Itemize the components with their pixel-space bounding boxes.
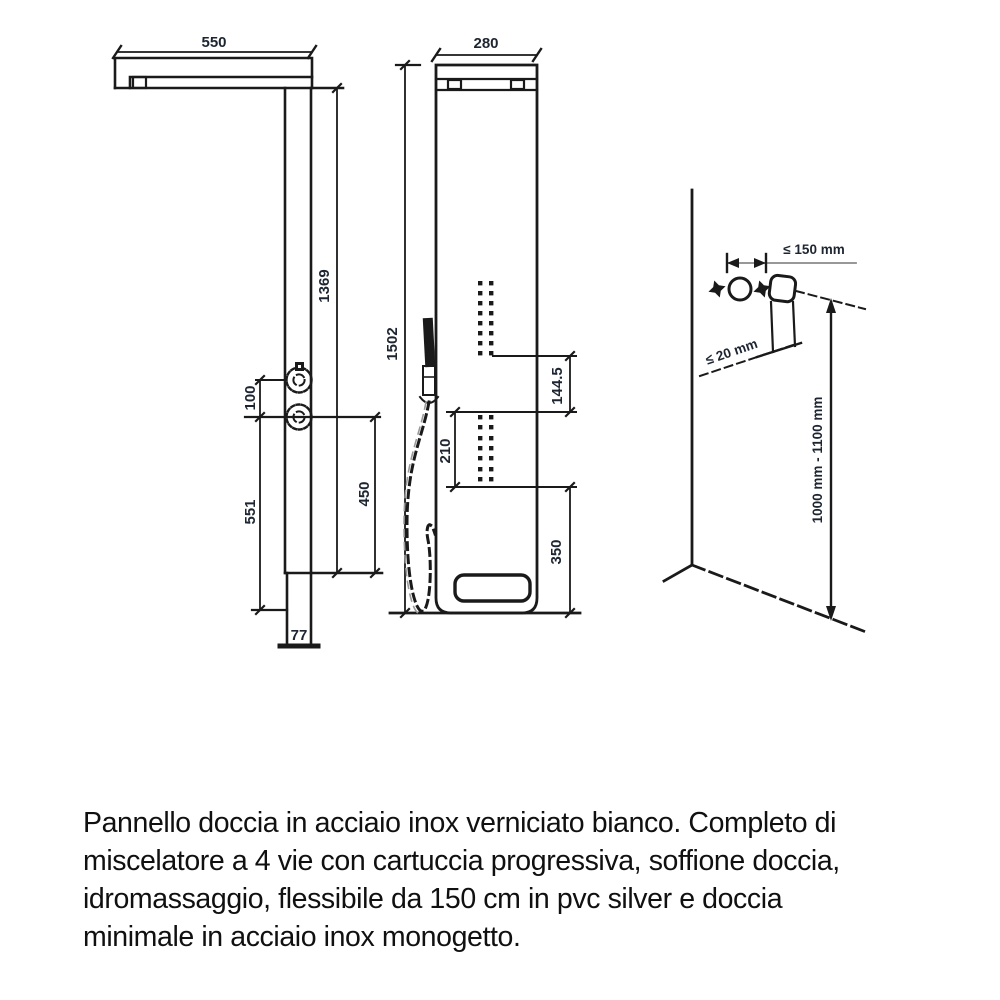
hand-shower-body [422, 365, 436, 396]
shower-hose [405, 400, 437, 613]
dimension-450-label: 450 [356, 481, 373, 506]
front-view: 280 1502 [384, 35, 582, 619]
description-line: idromassaggio, flessibile da 150 cm in p… [83, 883, 783, 915]
product-description: Pannello doccia in acciaio inox vernicia… [83, 804, 923, 956]
dimension-144-5-label: 144.5 [549, 367, 566, 405]
head-fastener-left [446, 78, 463, 91]
dimension-20mm [698, 300, 803, 378]
description-line: minimale in acciaio inox monogetto. [83, 921, 521, 953]
dimension-280 [430, 47, 543, 63]
lower-jets [478, 415, 494, 482]
dimension-350 [564, 481, 576, 619]
dimension-550-label: 550 [201, 34, 226, 51]
head-fastener-right [509, 78, 526, 91]
height-range-arrow [826, 298, 836, 621]
shower-arm-side [113, 56, 345, 90]
panel-outline-front [434, 63, 539, 615]
spout-front [453, 573, 532, 603]
dimension-1369 [331, 82, 343, 579]
dimension-150mm-label: ≤ 150 mm [783, 242, 844, 257]
panel-bottom-extension [277, 571, 321, 649]
mixer-knob-top [285, 362, 313, 394]
installation-view: ≤ 150 mm ≤ 20 mm 1000 mm - 1100 mm [662, 188, 868, 634]
dimension-1369-label: 1369 [316, 269, 333, 302]
arm-inlet-square [131, 75, 148, 90]
upper-jets [478, 281, 494, 356]
dimension-280-label: 280 [473, 35, 498, 52]
dimension-1502-label: 1502 [384, 327, 401, 360]
floor-right [690, 563, 868, 634]
shower-panel-technical-drawing: 550 77 [111, 34, 868, 649]
panel-body-side [283, 86, 384, 575]
shower-hose-inner [403, 401, 427, 614]
dimension-450 [369, 411, 381, 579]
water-fitting-left [708, 276, 753, 302]
hand-shower [403, 317, 440, 614]
dimension-350-label: 350 [548, 539, 565, 564]
dimension-20mm-label: ≤ 20 mm [704, 336, 760, 368]
fitting-level-pointer [794, 289, 867, 311]
height-range-label: 1000 mm - 1100 mm [810, 397, 825, 524]
dimension-551 [250, 416, 289, 616]
hand-shower-handle [422, 317, 436, 368]
dimension-551-label: 551 [242, 499, 259, 524]
shower-head-front [434, 77, 539, 92]
water-fitting-right [753, 273, 798, 304]
description-line: Pannello doccia in acciaio inox vernicia… [83, 807, 837, 839]
dimension-100-label: 100 [242, 385, 259, 410]
dimension-210-label: 210 [437, 438, 454, 463]
dimension-150mm [725, 252, 857, 274]
dimension-77-label: 77 [291, 627, 308, 644]
side-view: 550 77 [111, 34, 384, 649]
floor-left [662, 563, 694, 583]
dimension-144-5 [564, 350, 576, 418]
description-line: miscelatore a 4 vie con cartuccia progre… [83, 845, 840, 877]
dimension-550 [111, 44, 318, 60]
